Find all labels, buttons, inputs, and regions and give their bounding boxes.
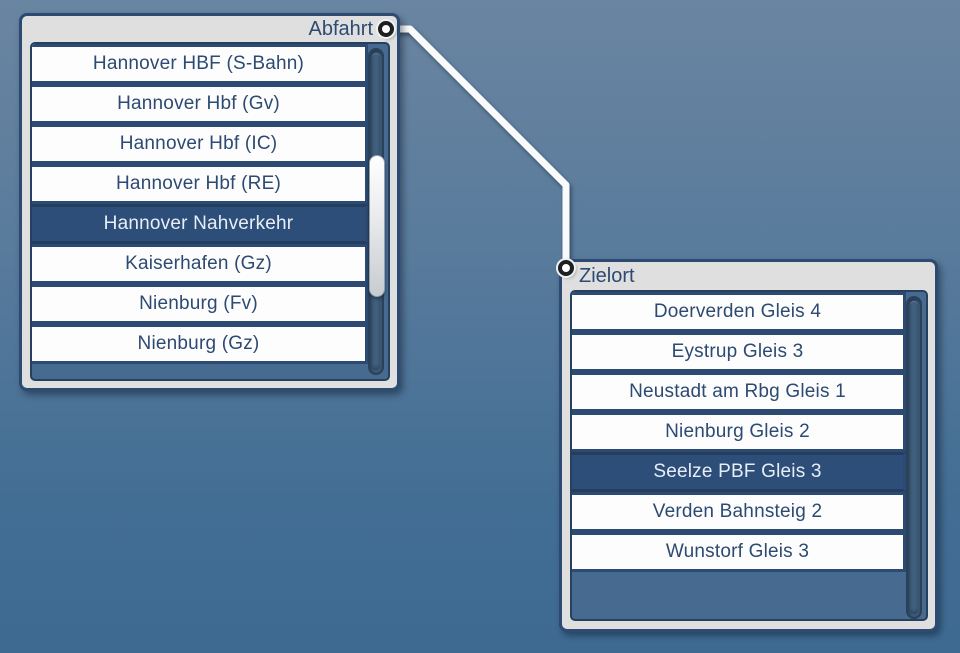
zielort-connector-node-icon[interactable] [558, 260, 574, 276]
destination-option[interactable]: Nienburg Gleis 2 [572, 412, 906, 452]
destination-option[interactable]: Verden Bahnsteig 2 [572, 492, 906, 532]
destination-option[interactable]: Doerverden Gleis 4 [572, 292, 906, 332]
departure-option[interactable]: Hannover HBF (S-Bahn) [32, 44, 368, 84]
destination-scrollbar-groove [910, 301, 918, 614]
abfahrt-panel-header[interactable]: Abfahrt [22, 16, 397, 42]
zielort-panel-title: Zielort [579, 265, 635, 287]
departure-option[interactable]: Hannover Hbf (IC) [32, 124, 368, 164]
departure-option[interactable]: Nienburg (Fv) [32, 284, 368, 324]
destination-scrollbar-track[interactable] [906, 296, 922, 619]
departure-list: Hannover HBF (S-Bahn)Hannover Hbf (Gv)Ha… [32, 44, 368, 364]
zielort-panel-header[interactable]: Zielort [562, 262, 935, 290]
departure-list-container: Hannover HBF (S-Bahn)Hannover Hbf (Gv)Ha… [30, 42, 390, 381]
destination-option[interactable]: Neustadt am Rbg Gleis 1 [572, 372, 906, 412]
destination-option[interactable]: Eystrup Gleis 3 [572, 332, 906, 372]
departure-scrollbar-track[interactable] [368, 48, 385, 375]
departure-option[interactable]: Kaiserhafen (Gz) [32, 244, 368, 284]
departure-scrollbar-thumb[interactable] [369, 155, 385, 297]
abfahrt-panel-title: Abfahrt [308, 18, 373, 40]
departure-option[interactable]: Nienburg (Gz) [32, 324, 368, 364]
departure-option[interactable]: Hannover Hbf (Gv) [32, 84, 368, 124]
departure-option[interactable]: Hannover Hbf (RE) [32, 164, 368, 204]
destination-option-selected[interactable]: Seelze PBF Gleis 3 [572, 452, 906, 492]
destination-option[interactable]: Wunstorf Gleis 3 [572, 532, 906, 572]
abfahrt-panel: Abfahrt Hannover HBF (S-Bahn)Hannover Hb… [19, 13, 400, 391]
connection-wire[interactable] [384, 25, 570, 272]
abfahrt-connector-node-icon[interactable] [378, 21, 394, 37]
departure-option-selected[interactable]: Hannover Nahverkehr [32, 204, 368, 244]
